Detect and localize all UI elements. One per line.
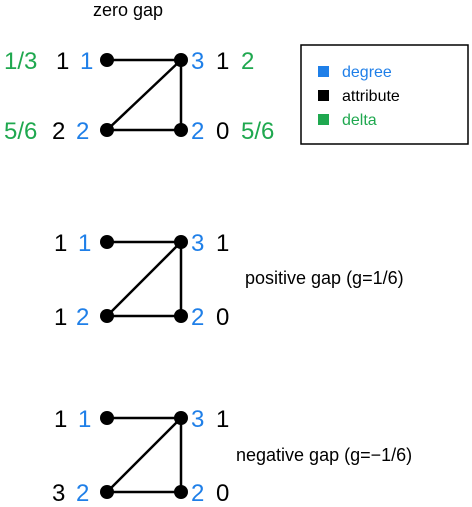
graph-node [100,235,114,249]
node-attribute-label: 1 [54,230,67,257]
graph-positive-gap: 1 1 3 1 1 2 2 0 positive gap (g=1/6) [54,230,404,331]
node-degree-label: 3 [191,406,204,433]
node-attribute-label: 1 [56,48,69,75]
edge [106,59,182,131]
edge [106,241,182,317]
edge [106,417,182,493]
graph-zero-gap: zero gap 1/3 1 1 3 1 2 5/6 2 2 2 0 5/6 [4,0,274,145]
node-degree-label: 2 [76,480,89,507]
node-delta-label: 2 [241,48,254,75]
node-attribute-label: 1 [54,406,67,433]
graph-node [100,309,114,323]
node-delta-label: 5/6 [241,118,274,145]
node-degree-label: 2 [76,118,89,145]
legend-swatch-delta [318,114,329,125]
graph-node [174,123,188,137]
node-attribute-label: 0 [216,480,229,507]
graph-node [174,309,188,323]
node-attribute-label: 0 [216,118,229,145]
graph-node [100,53,114,67]
node-attribute-label: 0 [216,304,229,331]
graph-node [174,53,188,67]
node-degree-label: 2 [76,304,89,331]
graph-node [100,411,114,425]
legend-label-attribute: attribute [342,88,400,105]
legend-swatch-degree [318,66,329,77]
graph-node [100,123,114,137]
graph-caption: positive gap (g=1/6) [245,268,404,288]
node-degree-label: 1 [78,406,91,433]
node-degree-label: 2 [191,480,204,507]
legend: degree attribute delta [300,44,469,145]
node-degree-label: 1 [78,230,91,257]
node-attribute-label: 1 [216,406,229,433]
node-attribute-label: 1 [54,304,67,331]
node-degree-label: 2 [191,118,204,145]
graph-caption: negative gap (g=−1/6) [236,445,412,465]
graph-node [174,235,188,249]
legend-label-delta: delta [342,112,377,129]
node-degree-label: 2 [191,304,204,331]
node-attribute-label: 1 [216,48,229,75]
graph-caption: zero gap [93,0,163,20]
node-degree-label: 3 [191,230,204,257]
node-delta-label: 1/3 [4,48,37,75]
legend-label-degree: degree [342,64,392,81]
graph-node [174,411,188,425]
graph-node [174,485,188,499]
node-attribute-label: 1 [216,230,229,257]
node-attribute-label: 2 [52,118,65,145]
node-degree-label: 1 [80,48,93,75]
node-delta-label: 5/6 [4,118,37,145]
node-degree-label: 3 [191,48,204,75]
graph-negative-gap: 1 1 3 1 3 2 2 0 negative gap (g=−1/6) [52,406,412,507]
legend-swatch-attribute [318,90,329,101]
node-attribute-label: 3 [52,480,65,507]
graph-node [100,485,114,499]
